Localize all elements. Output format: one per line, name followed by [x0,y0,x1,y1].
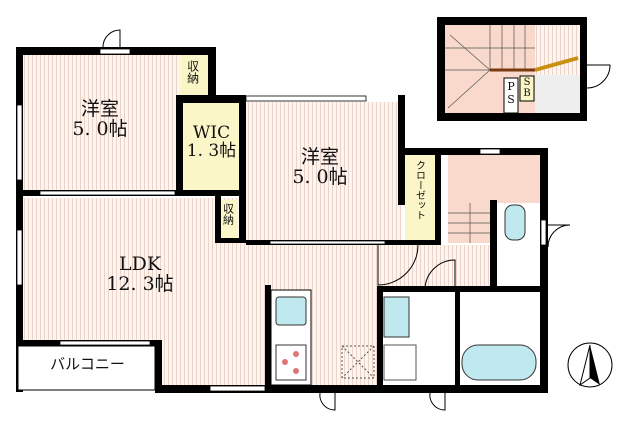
wic-floor [183,103,240,191]
bedroom-2-label: 洋室 5. 0帖 [270,146,370,188]
storage-2-label: 収納 [221,203,235,225]
room-name: WIC [192,123,231,143]
bathtub-icon [461,344,537,381]
room-name: LDK [118,253,162,275]
bedroom-1-label: 洋室 5. 0帖 [50,98,150,140]
ldk-label: LDK 12. 3帖 [80,253,200,295]
washing-machine-space [383,344,417,381]
closet-label: クローゼット [413,160,425,220]
storage-1-floor [180,55,210,95]
sb-label: SB [521,77,533,99]
sb-box [519,75,535,102]
door-swings [102,29,571,411]
room-size: 12. 3帖 [106,272,174,295]
windows [16,48,547,392]
bedroom-1-floor [22,55,180,192]
room-size: 5. 0帖 [72,117,128,140]
room-size: 1. 3帖 [186,140,237,161]
wash-basin-icon [383,296,410,338]
room-name: 洋室 [80,98,119,120]
room-name: 洋室 [300,146,339,168]
closet-floor [405,155,435,240]
burner-icons [282,351,299,374]
room-size: 5. 0帖 [292,165,348,188]
ps-label: PS [504,80,518,106]
ps-box [503,77,519,114]
stove-icon [275,344,307,381]
storage-2-floor [220,200,238,238]
balcony-label: バルコニー [50,355,125,373]
fridge-space [341,345,375,379]
stair-landing [448,155,543,203]
sink-icon [275,296,307,326]
balcony [17,345,156,391]
hall-floor [377,245,497,290]
toilet-icon [504,204,526,241]
north-arrow-icon [567,342,613,388]
storage-1-label: 収納 [185,60,200,84]
wic-label: WIC 1. 3帖 [183,123,240,161]
